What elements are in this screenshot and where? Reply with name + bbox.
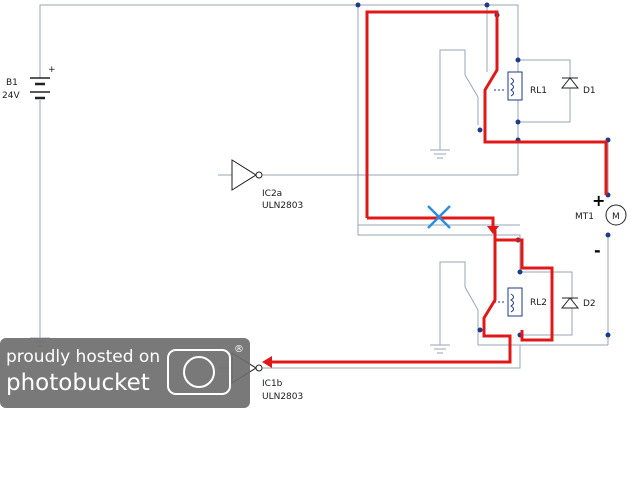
wire-rl2-nc [439,261,466,345]
ic2a-inverter: IC2a ULN2803 [231,159,303,211]
watermark-registered-mark: ® [234,344,244,355]
wire-ic1b-out [262,345,521,369]
current-arrow-left [262,356,272,368]
ic1b-ref-label: IC1b [262,379,283,389]
cross-mark-icon [427,205,451,229]
diode2-label: D2 [583,299,596,309]
wire-rl2-frame [357,225,521,270]
relay-rl2: RL2 [494,287,547,317]
wire-rl1-coil-loop [518,59,571,123]
diode-d1: D1 [560,77,596,96]
ic2a-ref-label: IC2a [262,189,282,199]
current-arrow-down [487,226,499,234]
current-path-main [365,10,608,218]
current-path-cross [367,216,495,230]
relay2-label: RL2 [530,298,547,308]
ground-symbol-rl1 [430,149,450,159]
ic2a-part-label: ULN2803 [262,201,303,211]
wire-rl1-nc [439,49,466,150]
motor-plus: + [592,191,605,210]
motor-mt1: M MT1 + - [575,191,627,260]
battery-b1: + B1 24V [2,65,56,101]
wire-rl1-switch [464,74,479,98]
diode1-label: D1 [583,86,596,96]
battery-value-label: 24V [2,91,20,101]
watermark-line1: proudly hosted on [6,347,160,367]
ground-symbol-rl2 [430,344,450,354]
current-path-overlay [270,10,608,364]
relay-rl1: RL1 [494,71,547,101]
motor-minus: - [594,241,601,260]
relay1-label: RL1 [530,86,547,96]
current-path-rl2-switch [270,240,512,364]
ic1b-part-label: ULN2803 [262,392,303,402]
battery-ref-label: B1 [6,78,18,88]
camera-icon [167,349,231,395]
wire-rl2-bottom [477,335,608,346]
motor-ref-label: MT1 [575,212,594,222]
current-path-rl2 [493,230,554,342]
motor-symbol: M [612,212,620,222]
circuit-wires [39,4,609,369]
photobucket-watermark: proudly hosted on photobucket ® [0,338,250,408]
wire-top-frame [358,4,519,175]
battery-plus-label: + [48,65,56,75]
diode-d2: D2 [560,297,596,309]
wire-rl2-switch [464,286,479,311]
watermark-line2: photobucket [6,370,150,396]
